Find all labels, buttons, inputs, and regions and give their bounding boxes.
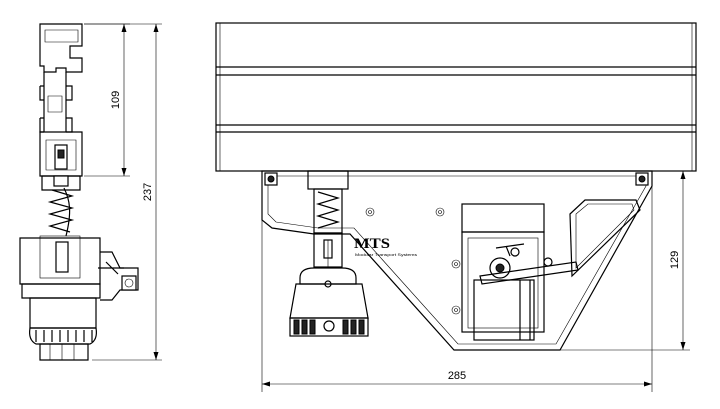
logo-tagline: Modular Transport Systems [355,252,417,257]
logo-brand: MTS [354,236,390,252]
carriage-body [261,170,653,351]
dimension-109: 109 [84,23,130,177]
dimension-237: 237 [84,23,162,361]
clamp-unit [461,203,579,341]
spring-plunger [307,170,349,268]
dimension-109-label: 109 [110,91,122,109]
spring-side [47,187,75,237]
knob-side [21,283,101,361]
dimension-237-label: 237 [142,183,154,201]
knob-ridges-side [35,330,93,342]
dimension-129: 129 [560,170,690,351]
dimension-285-label: 285 [448,370,466,382]
knob-ridges-front [293,319,365,335]
carriage-side [19,235,139,301]
rail-front [215,22,697,172]
knob-front [289,267,369,337]
rail-profile-side [39,23,83,191]
front-view: MTS Modular Transport Systems 129 285 [215,22,697,392]
side-view: 109 237 [19,23,162,361]
dimension-285: 285 [261,186,653,392]
mts-logo: MTS Modular Transport Systems [354,236,417,257]
dimension-129-label: 129 [669,251,681,269]
